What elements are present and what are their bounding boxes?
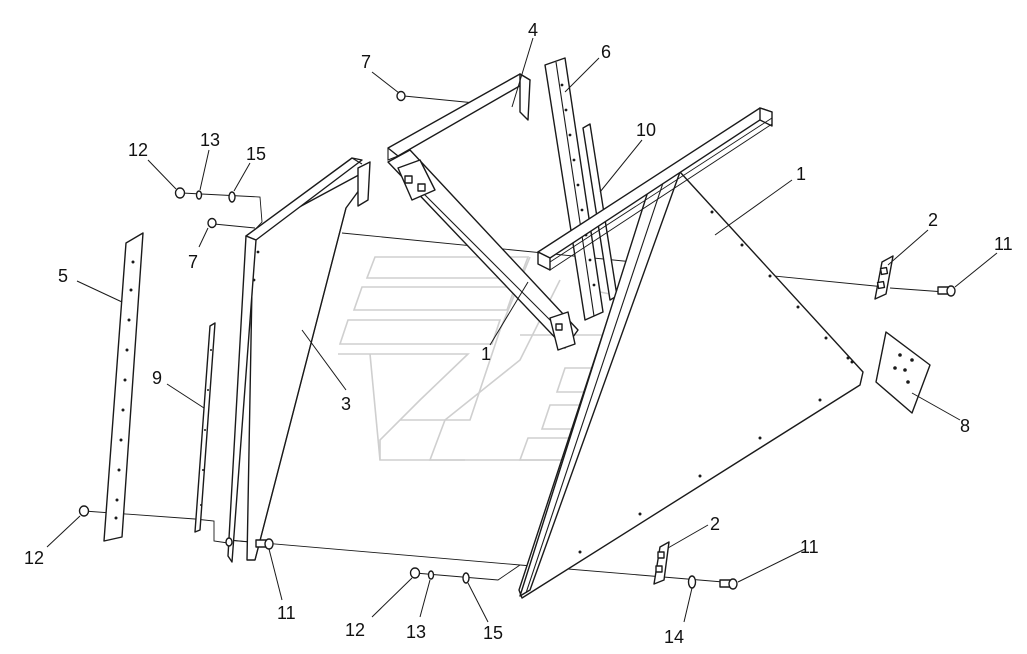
bolt-11-bottom-right — [719, 578, 738, 590]
callout-12: 12 — [345, 620, 365, 640]
bolt-11-right — [937, 285, 956, 297]
washer-15-bottom — [462, 572, 470, 584]
callout-11: 11 — [800, 537, 819, 557]
callout-9: 9 — [152, 368, 162, 388]
washer-13-top — [195, 190, 203, 200]
part-2-hinge-lower — [653, 541, 670, 585]
callout-1: 1 — [481, 344, 491, 364]
part-8-plate — [875, 331, 931, 414]
nut-12-top — [174, 187, 186, 199]
callout-10: 10 — [636, 120, 656, 140]
callout-labels: 4 6 7 10 1 12 13 15 7 2 11 5 9 3 1 8 12 … — [24, 20, 1013, 647]
callout-6: 6 — [601, 42, 611, 62]
callout-1: 1 — [796, 164, 806, 184]
callout-11: 11 — [277, 603, 296, 623]
part-3-top-rail — [227, 157, 363, 563]
washer-15-top — [228, 191, 236, 203]
callout-2: 2 — [710, 514, 720, 534]
callout-14: 14 — [664, 627, 684, 647]
part-9-bar — [194, 322, 216, 533]
nut-12-bottom — [409, 567, 421, 579]
part-4-frame — [357, 73, 579, 351]
callout-7: 7 — [361, 52, 371, 72]
callout-11: 11 — [994, 234, 1013, 254]
fasteners — [78, 90, 956, 590]
nut-7-left — [207, 217, 217, 229]
nut-7-top — [396, 90, 406, 102]
bracket-upper — [397, 159, 436, 201]
callout-12: 12 — [24, 548, 44, 568]
bracket-lower — [549, 311, 576, 351]
callout-15: 15 — [483, 623, 503, 643]
callout-5: 5 — [58, 266, 68, 286]
washer-14 — [687, 575, 697, 589]
callout-13: 13 — [406, 622, 426, 642]
callout-4: 4 — [528, 20, 538, 40]
part-3-side-panel — [230, 169, 369, 561]
callout-7: 7 — [188, 252, 198, 272]
bolt-11-left — [225, 537, 274, 550]
callout-12: 12 — [128, 140, 148, 160]
callout-13: 13 — [200, 130, 220, 150]
part-5-strip — [103, 232, 144, 542]
callout-15: 15 — [246, 144, 266, 164]
part-1-cross-beam — [537, 107, 773, 271]
callout-2: 2 — [928, 210, 938, 230]
callout-3: 3 — [341, 394, 351, 414]
callout-8: 8 — [960, 416, 970, 436]
nut-12-left — [78, 505, 90, 517]
washer-13-bottom — [427, 570, 435, 580]
part-2-hinge-upper — [874, 255, 894, 300]
callout-leaders — [46, 37, 998, 623]
